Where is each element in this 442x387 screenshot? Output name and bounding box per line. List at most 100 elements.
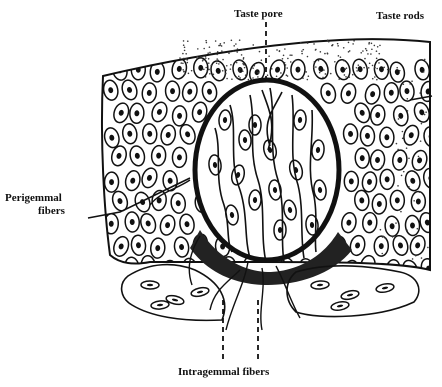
epithelial-cell-nucleus	[197, 109, 203, 116]
epithelial-cell-nucleus	[397, 157, 403, 164]
stipple-dot	[408, 157, 410, 159]
stipple-dot	[352, 43, 354, 45]
stipple-dot	[276, 75, 278, 77]
epithelial-cell-nucleus	[359, 109, 366, 116]
stipple-dot	[383, 236, 385, 238]
stipple-dot	[279, 50, 281, 52]
epithelial-cell-nucleus	[370, 91, 376, 98]
stipple-dot	[325, 73, 327, 75]
epithelial-cell-nucleus	[166, 267, 172, 274]
stipple-dot	[323, 69, 325, 71]
stipple-dot	[371, 43, 373, 45]
stipple-dot	[213, 73, 215, 75]
stipple-dot	[290, 61, 292, 63]
taste-bud-border	[195, 80, 339, 260]
stipple-dot	[345, 76, 347, 78]
epithelial-cell-nucleus	[129, 264, 135, 271]
stipple-dot	[366, 67, 368, 69]
stipple-dot	[421, 257, 423, 259]
stipple-dot	[371, 48, 373, 50]
stipple-dot	[242, 70, 244, 72]
stipple-dot	[363, 67, 365, 69]
epithelial-cell-nucleus	[389, 90, 394, 96]
epithelial-cell-nucleus	[416, 157, 422, 164]
stipple-dot	[216, 54, 218, 56]
stipple-dot	[289, 54, 291, 56]
stipple-dot	[395, 222, 397, 224]
stipple-dot	[208, 69, 210, 71]
stipple-dot	[268, 55, 270, 57]
stipple-dot	[245, 74, 247, 76]
stipple-dot	[230, 68, 232, 70]
stipple-dot	[324, 53, 326, 55]
stipple-dot	[182, 69, 184, 71]
stipple-dot	[397, 185, 399, 187]
stipple-dot	[286, 74, 288, 76]
epithelial-cell-nucleus	[254, 69, 261, 76]
stipple-dot	[252, 67, 254, 69]
stipple-dot	[200, 56, 202, 58]
stipple-dot	[222, 59, 224, 61]
stipple-dot	[327, 39, 329, 41]
stipple-dot	[202, 59, 204, 61]
stipple-dot	[396, 143, 398, 145]
stipple-dot	[389, 70, 391, 72]
epithelial-cell-nucleus	[109, 179, 114, 185]
epithelial-cell-nucleus	[109, 221, 114, 227]
stipple-dot	[313, 61, 315, 63]
stipple-dot	[287, 58, 289, 60]
stipple-dot	[285, 64, 287, 66]
stipple-dot	[340, 56, 342, 58]
stipple-dot	[366, 50, 368, 52]
epithelial-cell	[124, 256, 141, 278]
stipple-dot	[377, 46, 379, 48]
epithelial-cell-nucleus	[349, 178, 354, 184]
stipple-dot	[408, 186, 410, 188]
stipple-dot	[358, 64, 360, 66]
stipple-dot	[362, 50, 364, 52]
stipple-dot	[258, 72, 260, 74]
stipple-dot	[343, 47, 345, 49]
stipple-dot	[395, 120, 397, 122]
epithelial-cell-nucleus	[435, 109, 440, 115]
stipple-dot	[305, 71, 307, 73]
stipple-dot	[348, 42, 350, 44]
stipple-dot	[344, 74, 346, 76]
stipple-dot	[257, 76, 259, 78]
stipple-dot	[205, 56, 207, 58]
epithelial-cell-nucleus	[395, 197, 400, 203]
epithelial-cell-nucleus	[379, 243, 384, 249]
epithelial-cell-nucleus	[365, 133, 370, 139]
stipple-dot	[319, 72, 321, 74]
stipple-dot	[368, 67, 370, 69]
stipple-dot	[320, 51, 322, 53]
stipple-dot	[284, 48, 286, 50]
epithelial-cell-nucleus	[176, 66, 182, 73]
stipple-dot	[185, 53, 187, 55]
stipple-dot	[239, 68, 241, 70]
stipple-dot	[403, 83, 405, 85]
stipple-dot	[327, 52, 329, 54]
taste-cell-nucleus	[253, 122, 257, 128]
stipple-dot	[425, 61, 427, 63]
stipple-dot	[183, 71, 185, 73]
epithelial-cell	[434, 238, 442, 258]
stipple-dot	[374, 76, 376, 78]
connective-cell-nucleus	[157, 304, 163, 307]
stipple-dot	[307, 56, 309, 58]
epithelial-cell-nucleus	[346, 219, 352, 226]
stipple-dot	[378, 53, 380, 55]
stipple-dot	[401, 175, 403, 177]
stipple-dot	[422, 208, 424, 210]
stipple-dot	[374, 67, 376, 69]
stipple-dot	[406, 147, 408, 149]
stipple-dot	[367, 53, 369, 55]
stipple-dot	[427, 247, 429, 249]
epithelial-cell-nucleus	[437, 66, 442, 73]
epithelial-cell-nucleus	[360, 155, 365, 161]
epithelial-cell-nucleus	[145, 220, 152, 227]
stipple-dot	[237, 48, 239, 50]
epithelial-cell-nucleus	[130, 177, 136, 184]
